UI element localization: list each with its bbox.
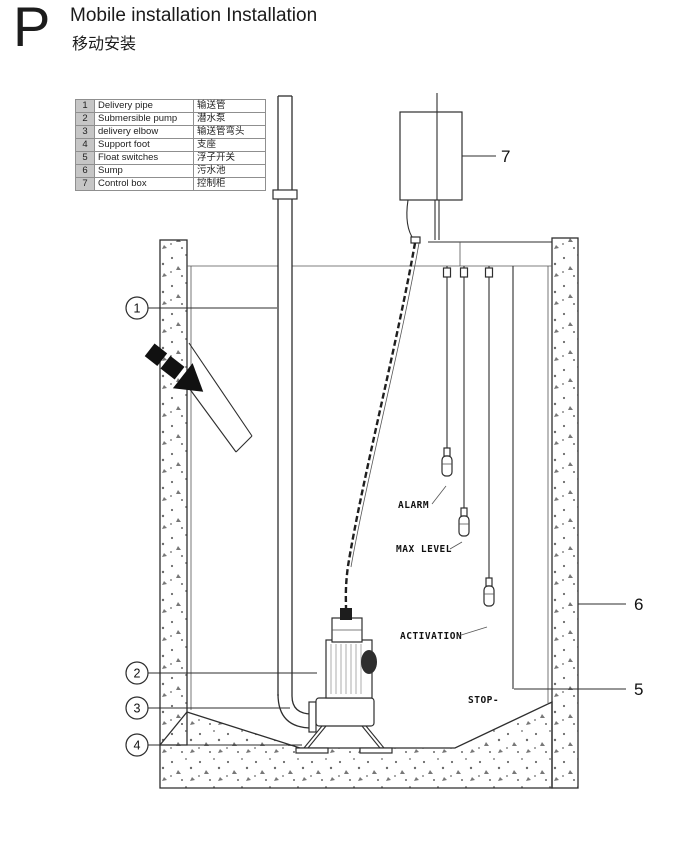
float-switch-activation (483, 266, 495, 607)
cable-entry-fitting (410, 236, 421, 244)
pump-motor-fins (330, 644, 362, 694)
legend-item-number: 5 (75, 151, 95, 165)
control-box-body (399, 111, 463, 201)
support-foot (295, 725, 393, 754)
legend-item-number: 6 (75, 164, 95, 178)
legend-row: 5 Float switches 浮子开关 (75, 151, 266, 165)
section-letter: P (13, 0, 50, 58)
left-callouts: 1 2 3 4 (125, 296, 317, 757)
pump-volute (315, 697, 375, 727)
control-box: 7 (399, 93, 510, 240)
callout-3-label: 3 (134, 702, 141, 716)
float-switch-alarm (441, 266, 453, 477)
page-title-chinese: 移动安装 (72, 36, 137, 53)
pump-cable-gland (340, 608, 352, 620)
inlet-chute (188, 342, 253, 453)
callout-6-label: 6 (634, 595, 643, 614)
label-activation: ACTIVATION (400, 631, 462, 642)
callout-5-label: 5 (634, 680, 643, 699)
callout-7-label: 7 (501, 147, 510, 166)
tank-bottom-slab (159, 700, 553, 789)
legend-table: 1 Delivery pipe 输送管 2 Submersible pump 潜… (75, 99, 266, 191)
callout-1-label: 1 (134, 302, 141, 316)
submersible-pump (295, 608, 393, 754)
float-switches (441, 266, 514, 689)
elbow-flange (308, 701, 317, 733)
pipe-coupling (272, 189, 298, 200)
inflow-arrow-icon (144, 343, 204, 392)
legend-row: 6 Sump 污水池 (75, 164, 266, 178)
pump-port (361, 650, 377, 674)
delivery-pipe (272, 95, 298, 696)
legend-item-name-zh: 控制柜 (193, 177, 266, 191)
sump-tank (159, 237, 579, 789)
page-title: Mobile installation Installation (70, 5, 318, 26)
label-max-level: MAX LEVEL (396, 544, 452, 555)
cables (344, 199, 421, 609)
legend-item-number: 4 (75, 138, 95, 152)
callout-4-label: 4 (134, 739, 141, 753)
callout-3-circle (125, 696, 149, 720)
callout-4-circle (125, 733, 149, 757)
right-callouts: 6 5 (514, 595, 643, 699)
label-alarm: ALARM (398, 500, 429, 511)
delivery-elbow (277, 693, 317, 733)
label-stop: STOP- (468, 695, 499, 706)
float-switch-max-level (458, 266, 470, 537)
tank-right-wall (551, 237, 579, 789)
level-labels: ALARM MAX LEVEL ACTIVATION STOP- (396, 485, 499, 706)
legend-row: 1 Delivery pipe 输送管 (75, 99, 266, 113)
callout-2-circle (125, 661, 149, 685)
legend-row: 2 Submersible pump 潜水泵 (75, 112, 266, 126)
legend-row: 7 Control box 控制柜 (75, 177, 266, 191)
callout-1-circle (125, 296, 149, 320)
pump-power-cable (344, 242, 417, 609)
callout-2-label: 2 (134, 667, 141, 681)
legend-item-number: 7 (75, 177, 95, 191)
tank-left-wall (159, 239, 188, 746)
